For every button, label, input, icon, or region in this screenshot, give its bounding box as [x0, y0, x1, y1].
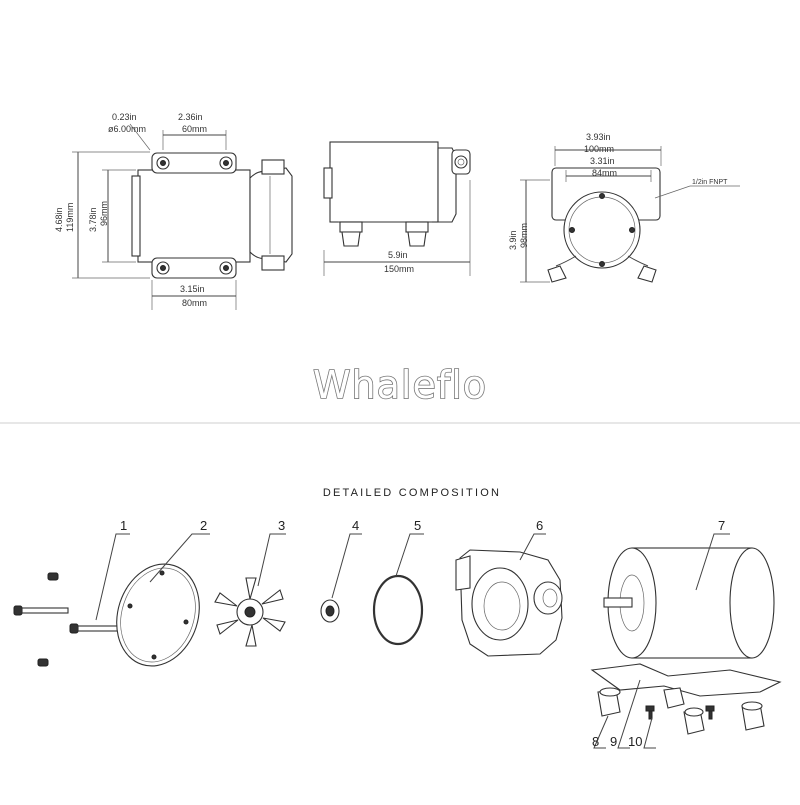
part-number-4: 4 [352, 518, 359, 533]
part-number-2: 2 [200, 518, 207, 533]
part-8-rubber-feet [597, 687, 765, 735]
screw-icon [645, 705, 655, 712]
screw-icon [599, 261, 605, 267]
part-number-5: 5 [414, 518, 421, 533]
port-spacing-in-label: 3.31in [590, 156, 615, 166]
screw-icon [69, 623, 79, 634]
inner-height-mm-label: 96mm [99, 201, 109, 226]
top-view-flange-bottom [151, 257, 237, 279]
part-number-9: 9 [610, 734, 617, 749]
side-view-motor-cap [323, 167, 333, 199]
length-mm-label: 150mm [384, 264, 414, 274]
base-width-in-label: 3.15in [180, 284, 205, 294]
screw-icon [629, 227, 635, 233]
overall-width-mm-label: 100mm [584, 144, 614, 154]
top-view-port-bottom [261, 255, 285, 271]
part-2-cover-plate [116, 563, 200, 667]
hole-diameter-in-label: 0.23in [112, 112, 137, 122]
screw-icon [569, 227, 575, 233]
part-number-10: 10 [628, 734, 642, 749]
top-view-port-top [261, 159, 285, 175]
exploded-view: 1 2 3 4 5 6 7 8 9 10 [13, 518, 782, 749]
part-number-1: 1 [120, 518, 127, 533]
screw-icon [599, 193, 605, 199]
part-4-seal [320, 599, 340, 623]
top-view: 0.23in ø6.00mm 2.36in 60mm 4.68in 119mm … [54, 112, 293, 310]
base-width-mm-label: 80mm [182, 298, 207, 308]
part-10-screws [645, 705, 715, 720]
bolt-spacing-in-label: 2.36in [178, 112, 203, 122]
screw-icon [37, 658, 49, 667]
height-mm-label: 119mm [65, 203, 75, 232]
part-5-o-ring [372, 574, 424, 646]
section-title: DETAILED COMPOSITION [323, 487, 501, 499]
part-number-3: 3 [278, 518, 285, 533]
hole-diameter-mm-label: ø6.00mm [108, 124, 146, 134]
inner-height-in-label: 3.78in [88, 207, 98, 232]
end-view: 3.93in 100mm 3.31in 84mm 1/2in FNPT 3.9i… [508, 132, 740, 283]
end-height-mm-label: 98mm [519, 223, 529, 248]
side-view-rubber-foot-left [341, 231, 361, 247]
side-view-rubber-foot-right [407, 231, 427, 247]
side-view-foot-left [339, 221, 363, 233]
screw-icon [13, 605, 23, 616]
top-view-pump-head [249, 167, 293, 263]
end-view-foot-right [637, 265, 657, 283]
screw-icon [705, 705, 715, 712]
side-view: 5.9in 150mm [323, 141, 471, 276]
part-number-6: 6 [536, 518, 543, 533]
part-1-screws [13, 572, 125, 667]
side-view-motor-body [329, 141, 439, 223]
port-size-label: 1/2in FNPT [692, 179, 728, 186]
port-spacing-mm-label: 84mm [592, 168, 617, 178]
motor-shaft [603, 597, 633, 608]
end-view-cover [563, 191, 641, 269]
length-in-label: 5.9in [388, 250, 408, 260]
brand-logo: Whaleflo [313, 363, 487, 407]
part-number-8: 8 [592, 734, 599, 749]
part-9-bracket [590, 663, 782, 697]
part-7-motor [603, 547, 775, 659]
end-view-foot-left [547, 265, 567, 283]
top-view-flange-top [151, 152, 237, 174]
bolt-spacing-mm-label: 60mm [182, 124, 207, 134]
height-in-label: 4.68in [54, 207, 64, 232]
overall-width-in-label: 3.93in [586, 132, 611, 142]
part-number-7: 7 [718, 518, 725, 533]
part-3-impeller [214, 577, 286, 647]
side-view-foot-right [405, 221, 429, 233]
screw-icon [47, 572, 59, 581]
top-view-motor-body [137, 169, 251, 263]
part-6-pump-housing [455, 549, 563, 657]
end-height-in-label: 3.9in [508, 230, 518, 250]
top-view-motor-cap [131, 175, 141, 257]
